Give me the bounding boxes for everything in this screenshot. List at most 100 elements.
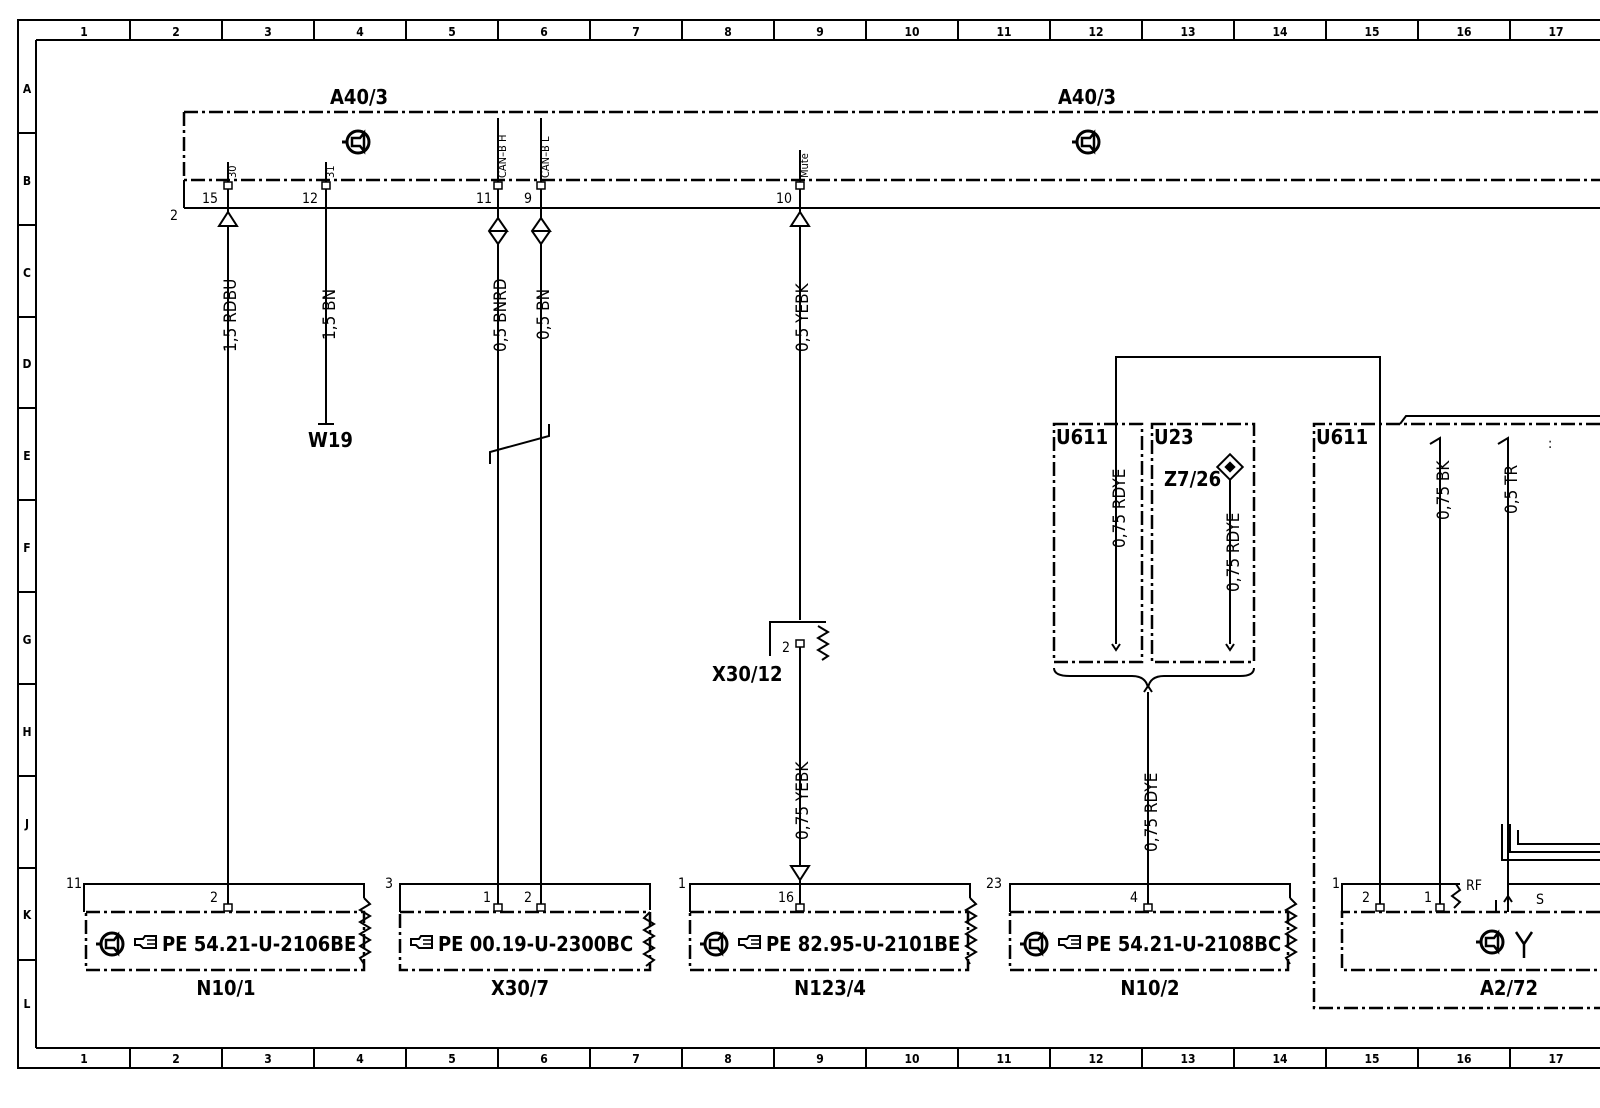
group-u611-right: U611 <box>1312 415 1600 1010</box>
col-label-top: 4 <box>356 25 364 39</box>
speaker-icon <box>698 931 729 957</box>
ext-pin: 1 <box>678 876 686 892</box>
col-label-top: 3 <box>264 25 272 39</box>
pin-signal: 31 <box>324 165 337 178</box>
ext-pin: 3 <box>385 876 393 892</box>
component-name: N10/2 <box>1120 976 1179 1000</box>
col-label-bottom: 3 <box>264 1052 272 1066</box>
pin-number: 2 <box>1362 890 1370 906</box>
wire-label: 1,5 BN <box>320 289 340 340</box>
col-label-top: 11 <box>996 25 1011 39</box>
antenna-icon <box>1514 931 1534 958</box>
top-pin-9: 9 CAN–B L <box>524 118 552 208</box>
wire-0-75-yebk: 0,75 YEBK <box>789 647 813 908</box>
pin-signal: Mute <box>798 153 811 178</box>
col-label-top: 6 <box>540 25 548 39</box>
col-label-top: 7 <box>632 25 640 39</box>
component-name: X30/7 <box>491 976 549 1000</box>
wire-label: 0,5 YEBK <box>793 282 813 352</box>
component-n123-4: 1 16 PE 82.95-U-2101BE N123/4 <box>678 876 978 1000</box>
reference-hand-icon <box>410 935 433 949</box>
bus-number: 2 <box>170 208 178 224</box>
pin-number: 4 <box>1130 890 1138 906</box>
component-x30-7: 3 1 2 PE 00.19-U-2300BC X30/7 <box>385 876 656 1000</box>
wire-1-5-bn: 1,5 BN W19 <box>308 208 353 452</box>
wire-label: 0,75 RDYE <box>1142 773 1162 852</box>
ext-pin: 11 <box>66 876 82 892</box>
wire-0-75-rdye-u23: Z7/26 0,75 RDYE <box>1164 452 1245 652</box>
ground-label: W19 <box>308 428 353 452</box>
row-label: J <box>24 817 29 831</box>
pin-number: 2 <box>782 640 790 656</box>
wire-label: 1,5 RDBU <box>221 279 241 352</box>
col-label-top: 16 <box>1456 25 1471 39</box>
col-label-top: 14 <box>1272 25 1288 39</box>
col-label-top: 8 <box>724 25 732 39</box>
pin-number: 1 <box>1424 890 1432 906</box>
connector-label: X30/12 <box>712 662 783 686</box>
col-label-bottom: 17 <box>1548 1052 1563 1066</box>
col-label-bottom: 13 <box>1180 1052 1195 1066</box>
group-label: U23 <box>1154 425 1194 449</box>
col-label-top: 15 <box>1364 25 1379 39</box>
wire-0-5-bnrd: 0,5 BNRD <box>487 208 511 908</box>
row-label: D <box>23 357 32 371</box>
wire-0-5-yebk: 0,5 YEBK <box>789 208 813 620</box>
component-n10-2: 23 4 PE 54.21-U-2108BC N10/2 <box>986 876 1298 1000</box>
group-label: U611 <box>1056 425 1108 449</box>
wire-0-75-bk: 0,75 BK <box>1429 436 1454 908</box>
top-pin-12: 12 31 <box>302 162 337 208</box>
col-label-bottom: 2 <box>172 1052 180 1066</box>
wire-label: 0,75 RDYE <box>1110 469 1130 548</box>
row-label: K <box>23 908 32 922</box>
pin-number: 10 <box>776 191 792 207</box>
top-pin-15: 15 30 <box>202 162 239 208</box>
col-label-top: 9 <box>816 25 824 39</box>
frame <box>17 19 1600 1069</box>
reference-hand-icon <box>738 935 761 949</box>
col-label-bottom: 10 <box>904 1052 919 1066</box>
wire-fragment: : <box>1548 436 1552 452</box>
pin-signal: 30 <box>226 165 239 178</box>
speaker-icon <box>1474 929 1505 955</box>
wire-label: 0,5 BN <box>534 289 554 340</box>
wire-label: 0,75 YEBK <box>793 761 813 840</box>
pin-number: 1 <box>483 890 491 906</box>
wire-0-75-rdye-n10-2: 0,75 RDYE <box>1142 692 1162 908</box>
col-label-top: 2 <box>172 25 180 39</box>
unit-a40-3: A40/3 A40/3 2 <box>170 85 1600 224</box>
col-label-bottom: 5 <box>448 1052 456 1066</box>
speaker-icon <box>340 129 371 155</box>
row-label: A <box>23 82 32 96</box>
pin-number: 16 <box>778 890 794 906</box>
col-label-bottom: 8 <box>724 1052 732 1066</box>
unit-label-a40-3-left: A40/3 <box>330 85 388 109</box>
wire-0-75-rdye-u611: 0,75 RDYE <box>1110 469 1130 652</box>
wire-0-5-tr: 0,5 TR : <box>1497 436 1552 898</box>
speaker-icon <box>94 931 125 957</box>
col-label-bottom: 7 <box>632 1052 640 1066</box>
col-label-bottom: 1 <box>80 1052 88 1066</box>
document-reference: PE 54.21-U-2108BC <box>1086 932 1281 956</box>
twisted-pair-marker <box>489 424 550 464</box>
row-label: H <box>22 725 31 739</box>
pin-number: 12 <box>302 191 318 207</box>
col-label-top: 5 <box>448 25 456 39</box>
component-name: N123/4 <box>794 976 866 1000</box>
pin-number: 2 <box>210 890 218 906</box>
rf-label: RF <box>1466 878 1482 894</box>
ext-pin: 23 <box>986 876 1002 892</box>
reference-hand-icon <box>134 935 157 949</box>
shield-cable <box>1495 824 1600 912</box>
component-name: A2/72 <box>1480 976 1538 1000</box>
loop-wire <box>1115 356 1381 908</box>
col-label-bottom: 6 <box>540 1052 548 1066</box>
col-label-top: 17 <box>1548 25 1563 39</box>
col-label-top: 1 <box>80 25 88 39</box>
top-pin-10: 10 Mute <box>776 150 811 208</box>
top-pin-11: 11 CAN–B H <box>476 118 509 208</box>
wire-label: 0,75 BK <box>1434 460 1454 520</box>
reference-hand-icon <box>1058 935 1081 949</box>
splice-label: Z7/26 <box>1164 467 1221 491</box>
